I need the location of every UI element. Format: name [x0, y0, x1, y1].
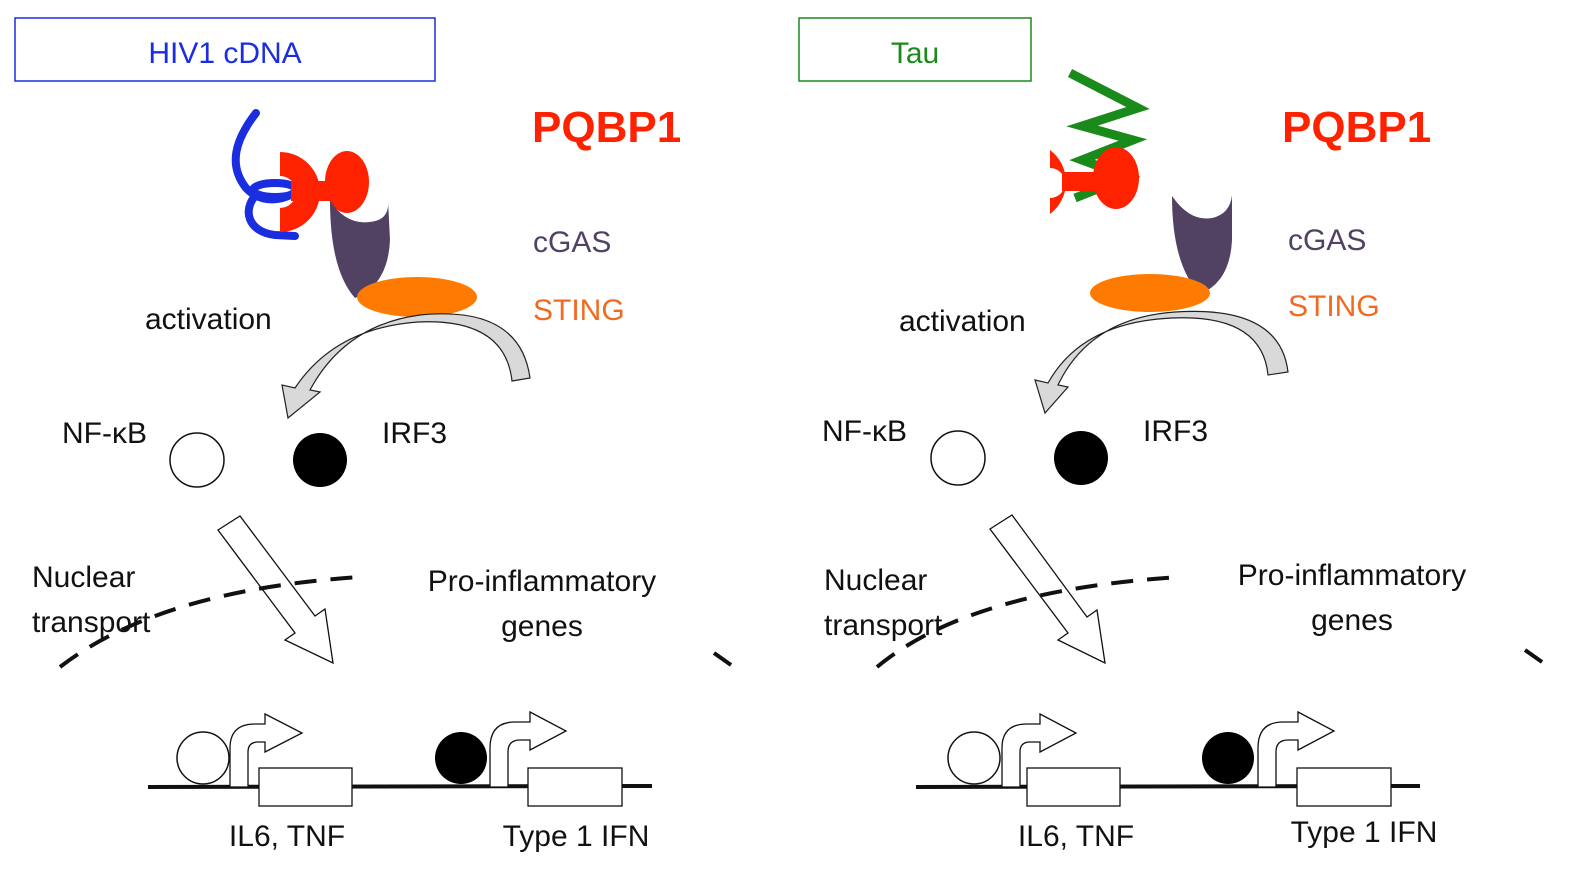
- nuclear-membrane: [58, 575, 361, 669]
- irf3-circle-icon: [1054, 431, 1108, 485]
- ligand-label-box: [14, 17, 436, 82]
- gene1-label: IL6, TNF: [1018, 820, 1134, 853]
- pqbp1-label: PQBP1: [532, 103, 681, 152]
- nuclear-membrane: [875, 575, 1181, 669]
- panel-hiv1: HIV1 cDNA PQBP1 cGAS STING activation NF…: [14, 17, 733, 853]
- nuclear-membrane-segment: [1523, 648, 1544, 664]
- gene2-label: Type 1 IFN: [1291, 816, 1438, 849]
- promoter-arrow-icon: [1257, 710, 1336, 788]
- nuclear-transport-arrow-icon: [989, 514, 1106, 665]
- nfkb-circle-icon: [169, 432, 225, 488]
- sting-label: STING: [1288, 290, 1380, 323]
- irf3-bound-icon: [435, 732, 487, 784]
- activation-label: activation: [145, 303, 272, 336]
- nuclear-transport-label-2: transport: [32, 606, 151, 639]
- genes-label-1: Pro-inflammatory: [1238, 559, 1466, 592]
- pqbp1-label: PQBP1: [1282, 103, 1431, 152]
- nfkb-circle-icon: [930, 430, 986, 486]
- sting-label: STING: [533, 294, 625, 327]
- nuclear-transport-arrow-icon: [217, 515, 334, 665]
- nfkb-bound-icon: [947, 731, 1001, 785]
- sting-protein-icon: [1090, 274, 1210, 312]
- irf3-label: IRF3: [382, 417, 447, 450]
- irf3-label: IRF3: [1143, 415, 1208, 448]
- nuclear-membrane-segment: [712, 651, 733, 667]
- cgas-label: cGAS: [533, 226, 611, 259]
- activation-arrow-icon: [281, 313, 531, 420]
- promoter-arrow-icon: [489, 710, 568, 788]
- activation-label: activation: [899, 305, 1026, 338]
- sting-protein-icon: [357, 277, 477, 317]
- nfkb-bound-icon: [176, 731, 230, 785]
- nuclear-transport-label-1: Nuclear: [32, 561, 135, 594]
- cgas-protein-icon: [1172, 195, 1232, 294]
- gene-box-il6-tnf: [258, 767, 353, 807]
- nuclear-transport-label-1: Nuclear: [824, 564, 927, 597]
- ligand-label-box: [798, 17, 1032, 82]
- gene-box-type1-ifn: [1296, 767, 1392, 807]
- gene1-label: IL6, TNF: [229, 820, 345, 853]
- nfkb-label: NF-κB: [62, 417, 147, 450]
- promoter-arrow-icon: [1001, 712, 1078, 788]
- ligand-label: Tau: [891, 37, 939, 70]
- irf3-circle-icon: [293, 433, 347, 487]
- cgas-label: cGAS: [1288, 224, 1366, 257]
- irf3-bound-icon: [1202, 732, 1254, 784]
- nfkb-label: NF-κB: [822, 415, 907, 448]
- nuclear-transport-label-2: transport: [824, 609, 943, 642]
- genes-label-2: genes: [501, 610, 583, 643]
- pqbp1-protein-icon: [280, 151, 369, 232]
- pqbp1-protein-icon: [1050, 147, 1139, 214]
- gene-box-type1-ifn: [527, 767, 623, 807]
- genes-label-2: genes: [1311, 604, 1393, 637]
- cgas-protein-icon: [330, 200, 390, 298]
- panel-tau: Tau PQBP1 cGAS STING activation NF-κB IR…: [798, 17, 1544, 853]
- ligand-label: HIV1 cDNA: [148, 37, 301, 70]
- genes-label-1: Pro-inflammatory: [428, 565, 656, 598]
- gene-box-il6-tnf: [1026, 767, 1121, 807]
- gene2-label: Type 1 IFN: [503, 820, 650, 853]
- promoter-arrow-icon: [229, 712, 304, 788]
- activation-arrow-icon: [1034, 310, 1289, 415]
